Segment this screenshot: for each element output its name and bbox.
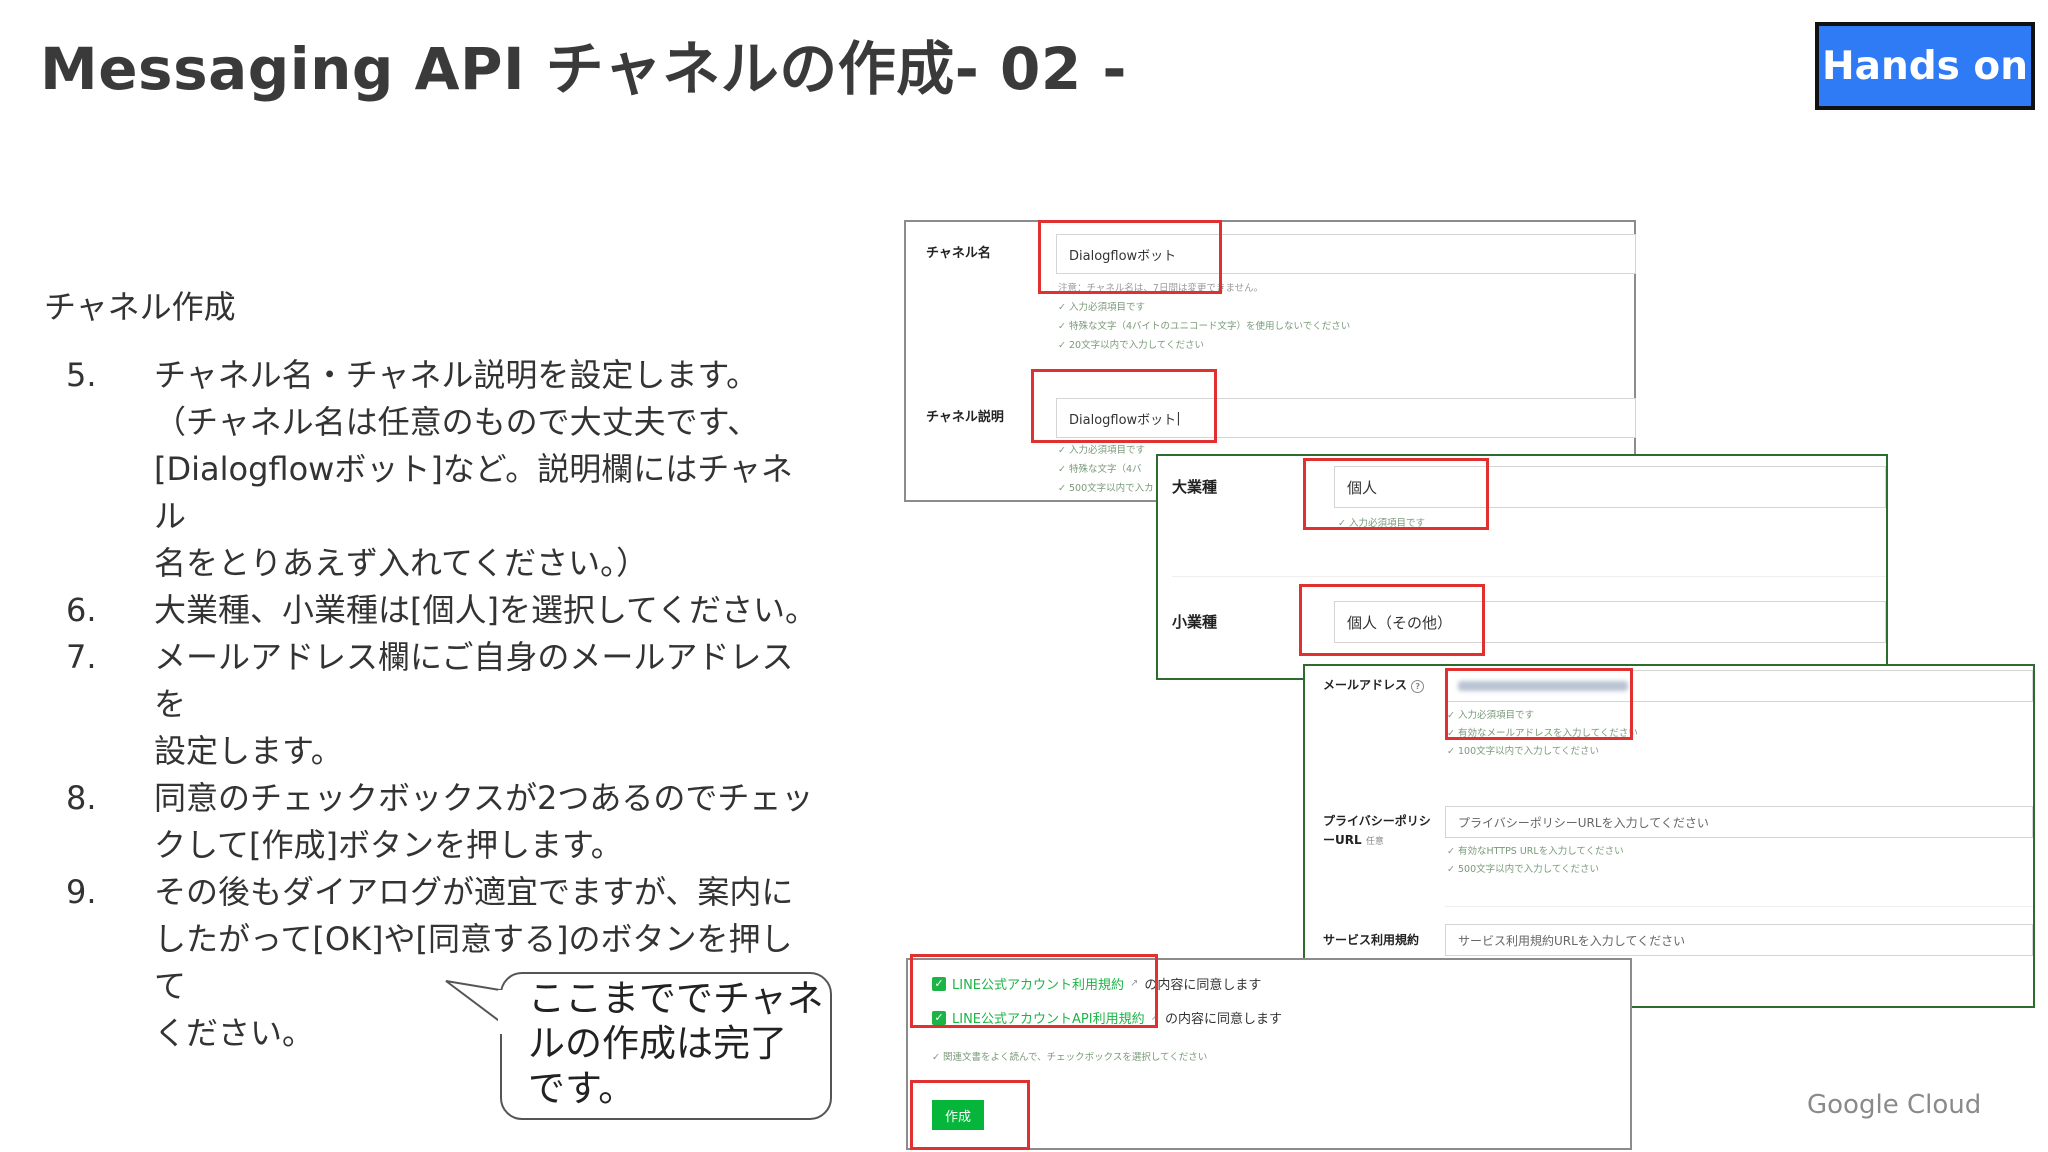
section-heading: チャネル作成 <box>44 288 236 326</box>
speech-bubble <box>500 972 832 1120</box>
step-line: 名をとりあえず入れてください。） <box>154 544 649 582</box>
step-line: 同意のチェックボックスが2つあるのでチェッ <box>154 779 814 817</box>
privacy-policy-label: プライバシーポリシ ーURL 任意 <box>1323 814 1431 847</box>
step-item: 5. チャネル名・チャネル説明を設定します。 （チャネル名は任意のもので大丈夫で… <box>60 352 820 587</box>
hint-line: ✓ 500文字以内で入力してください <box>1447 864 1600 875</box>
hint-line: ✓ 入力必須項目です <box>1058 302 1145 313</box>
small-industry-label: 小業種 <box>1172 613 1218 631</box>
step-list: 5. チャネル名・チャネル説明を設定します。 （チャネル名は任意のもので大丈夫で… <box>60 352 820 1057</box>
channel-description-label: チャネル説明 <box>926 410 1004 425</box>
hint-line: ✓ 特殊な文字（4バ <box>1058 464 1142 475</box>
step-line: チャネル名・チャネル説明を設定します。 <box>154 356 759 394</box>
step-text: 同意のチェックボックスが2つあるのでチェッ クして[作成]ボタンを押します。 <box>154 775 820 869</box>
bubble-line: ここまででチャネ <box>528 977 824 1020</box>
step-text: 大業種、小業種は[個人]を選択してください。 <box>154 587 820 634</box>
hands-on-badge: Hands on <box>1815 22 2035 110</box>
hint-line: ✓ 有効なHTTPS URLを入力してください <box>1447 846 1624 857</box>
hint-line: ✓ 入力必須項目です <box>1058 445 1145 456</box>
optional-tag: 任意 <box>1365 837 1384 847</box>
highlight-box <box>1031 369 1217 443</box>
external-link-icon: ↗ <box>1130 978 1139 989</box>
channel-description-input[interactable]: Dialogflowボット| <box>1056 398 1636 438</box>
step-number: 9. <box>66 873 97 911</box>
step-line: 設定します。 <box>154 732 343 770</box>
step-number: 8. <box>66 779 97 817</box>
step-item: 7. メールアドレス欄にご自身のメールアドレスを 設定します。 <box>60 634 820 775</box>
hint-line: ✓ 有効なメールアドレスを入力してください <box>1447 728 1638 739</box>
hint-line: ✓ 関連文書をよく読んで、チェックボックスを選択してください <box>932 1052 1208 1063</box>
bubble-line: ルの作成は完了 <box>528 1022 787 1065</box>
email-value-blurred <box>1458 681 1628 691</box>
help-icon[interactable]: ? <box>1411 680 1425 693</box>
email-label: メールアドレス ? <box>1323 676 1425 693</box>
contact-panel: メールアドレス ? ✓ 入力必須項目です ✓ 有効なメールアドレスを入力してくだ… <box>1303 664 2035 1008</box>
hint-line: ✓ 100文字以内で入力してください <box>1447 746 1600 757</box>
step-line: したがって[OK]や[同意する]のボタンを押して <box>154 920 793 1005</box>
step-number: 5. <box>66 356 97 394</box>
bubble-tail-mask <box>498 990 504 1034</box>
step-text: チャネル名・チャネル説明を設定します。 （チャネル名は任意のもので大丈夫です、 … <box>154 352 820 587</box>
channel-name-label: チャネル名 <box>926 246 991 261</box>
step-line: 大業種、小業種は[個人]を選択してください。 <box>154 591 818 629</box>
hint-line: ✓ 500文字以内で入カ <box>1058 483 1154 494</box>
agree-text: の内容に同意します <box>1164 1012 1282 1027</box>
checkbox-checked-icon[interactable]: ✓ <box>932 1010 946 1025</box>
highlight-box <box>1303 458 1489 530</box>
hint-line: ✓ 20文字以内で入力してください <box>1058 340 1205 351</box>
step-number: 7. <box>66 638 97 676</box>
industry-panel: 大業種 個人 ✓ 入力必須項目です 小業種 個人（その他） <box>1156 454 1888 680</box>
step-item: 6. 大業種、小業種は[個人]を選択してください。 <box>60 587 820 634</box>
channel-name-note: 注意：チャネル名は、7日間は変更できません。 <box>1058 283 1264 294</box>
small-industry-select[interactable]: 個人（その他） <box>1334 601 1886 643</box>
channel-name-input[interactable]: Dialogflowボット <box>1056 234 1636 274</box>
hint-line: ✓ 入力必須項目です <box>1447 710 1534 721</box>
highlight-box <box>1038 220 1222 294</box>
highlight-box <box>910 954 1158 1028</box>
email-input[interactable] <box>1445 670 2033 702</box>
terms-url-input[interactable]: サービス利用規約URLを入力してください <box>1445 924 2033 956</box>
step-line: クして[作成]ボタンを押します。 <box>154 826 623 864</box>
bubble-line: です。 <box>528 1067 636 1110</box>
step-item: 9. その後もダイアログが適宜でますが、案内に したがって[OK]や[同意する]… <box>60 869 820 1057</box>
step-line: （チャネル名は任意のもので大丈夫です、 <box>154 403 760 441</box>
privacy-policy-input[interactable]: プライバシーポリシーURLを入力してください <box>1445 806 2033 838</box>
hint-line: ✓ 特殊な文字（4バイトのユニコード文字）を使用しないでください <box>1058 321 1351 332</box>
agree-text: の内容に同意します <box>1144 978 1262 993</box>
step-line: メールアドレス欄にご自身のメールアドレスを <box>154 638 794 723</box>
speech-bubble-text: ここまででチャネ ルの作成は完了 です。 <box>528 976 828 1111</box>
large-industry-label: 大業種 <box>1172 478 1218 496</box>
step-line: ください。 <box>154 1014 315 1052</box>
slide-title: Messaging API チャネルの作成- 02 - <box>40 35 1127 103</box>
google-cloud-logo: Google Cloud <box>1807 1090 1982 1120</box>
step-line: その後もダイアログが適宜でますが、案内に <box>154 873 794 911</box>
step-number: 6. <box>66 591 97 629</box>
highlight-box <box>1299 584 1485 656</box>
terms-label: サービス利用規約 <box>1323 933 1420 947</box>
large-industry-select[interactable]: 個人 <box>1334 466 1886 508</box>
create-button[interactable]: 作成 <box>932 1100 984 1130</box>
terms-link[interactable]: LINE公式アカウント利用規約 <box>952 978 1125 993</box>
highlight-box <box>910 1080 1030 1150</box>
highlight-box <box>1445 668 1633 740</box>
agree-row-2: ✓ LINE公式アカウントAPI利用規約 ↗ の内容に同意します <box>932 1008 1282 1027</box>
agree-row-1: ✓ LINE公式アカウント利用規約 ↗ の内容に同意します <box>932 974 1261 993</box>
step-line: [Dialogflowボット]など。説明欄にはチャネル <box>154 450 793 535</box>
step-text: メールアドレス欄にご自身のメールアドレスを 設定します。 <box>154 634 820 775</box>
step-item: 8. 同意のチェックボックスが2つあるのでチェッ クして[作成]ボタンを押します… <box>60 775 820 869</box>
hint-line: ✓ 入力必須項目です <box>1338 518 1425 529</box>
external-link-icon: ↗ <box>1150 1012 1159 1023</box>
step-text: その後もダイアログが適宜でますが、案内に したがって[OK]や[同意する]のボタ… <box>154 869 820 1057</box>
divider <box>1172 576 1886 577</box>
api-terms-link[interactable]: LINE公式アカウントAPI利用規約 <box>952 1012 1145 1027</box>
checkbox-checked-icon[interactable]: ✓ <box>932 976 946 991</box>
divider <box>1445 906 2033 907</box>
